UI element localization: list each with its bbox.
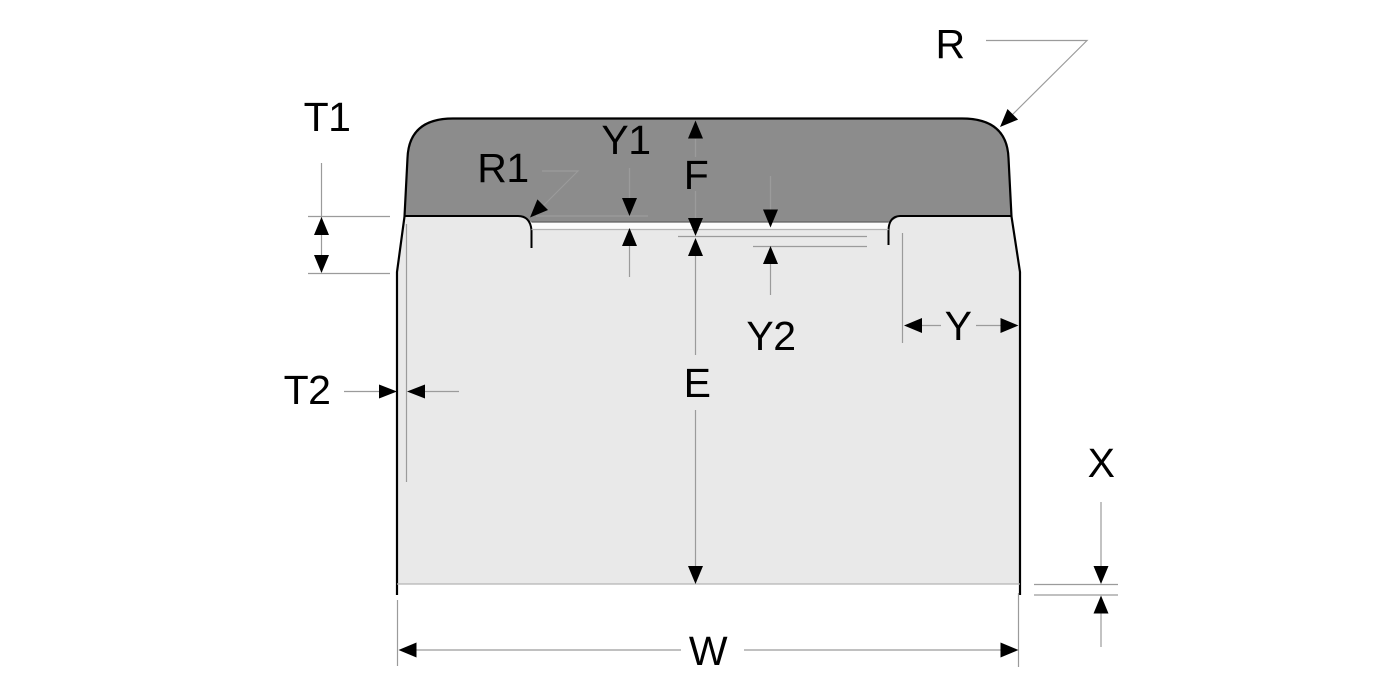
t2-arrow-left [407,384,425,399]
dim-y1: Y1 [536,117,651,277]
x-arrow-up [1093,595,1109,614]
label-t2: T2 [284,367,331,413]
x-arrow-down [1093,566,1109,584]
dim-y: Y [901,233,1019,349]
y2-arrow-up [763,246,778,264]
part [395,117,1022,595]
e-arrow-down [688,566,703,584]
e-arrow-up [688,238,703,256]
y2-arrow-down [763,209,778,228]
label-y1: Y1 [601,117,650,163]
label-y: Y [945,303,972,349]
dim-y2: Y2 [746,176,796,359]
label-f: F [684,152,709,198]
interface-gap [531,221,889,230]
dim-r: R [935,21,1089,127]
f-arrow-up [688,120,703,139]
cap-bottom-right-edge [887,215,1012,245]
dim-t1: T1 [304,94,390,275]
label-x: X [1088,440,1115,486]
r1-leader-line [533,170,580,216]
part-body [397,216,1020,584]
y-arrow-right [1000,318,1019,333]
t2-arrow-right [379,384,397,399]
label-w: W [689,628,728,674]
part-outline [395,117,1022,595]
label-t1: T1 [304,94,351,140]
w-arrow-right [1000,642,1019,658]
t1-arrow-up [314,217,329,235]
dim-f: F [684,120,709,236]
w-dimension-lines [396,593,1020,667]
dim-r1: R1 [477,145,580,218]
interface-reference-lines [678,235,867,248]
r-leader-line [986,39,1089,125]
y-arrow-left [904,318,922,333]
dim-x: X [1034,440,1118,647]
f-arrow-down [688,218,703,236]
dim-e: E [684,238,711,584]
label-e: E [684,360,711,406]
t1-arrow-down [314,255,329,273]
part-cap [404,118,1012,223]
label-r: R [935,21,964,67]
y1-arrow-up [622,228,637,246]
dim-t2: T2 [284,224,459,482]
r1-arrowhead [530,199,548,218]
r-arrowhead [1000,109,1019,127]
label-y2: Y2 [746,313,795,359]
dim-w: W [396,593,1020,674]
w-arrow-left [398,642,417,658]
label-r1: R1 [477,145,528,191]
y-dimension-lines [901,233,1001,343]
cap-bottom-left-edge [404,215,533,248]
t2-dimension-lines [344,224,459,482]
x-dimension-lines [1034,502,1118,647]
y1-dimension-lines [536,168,648,277]
y1-arrow-down [622,198,637,216]
